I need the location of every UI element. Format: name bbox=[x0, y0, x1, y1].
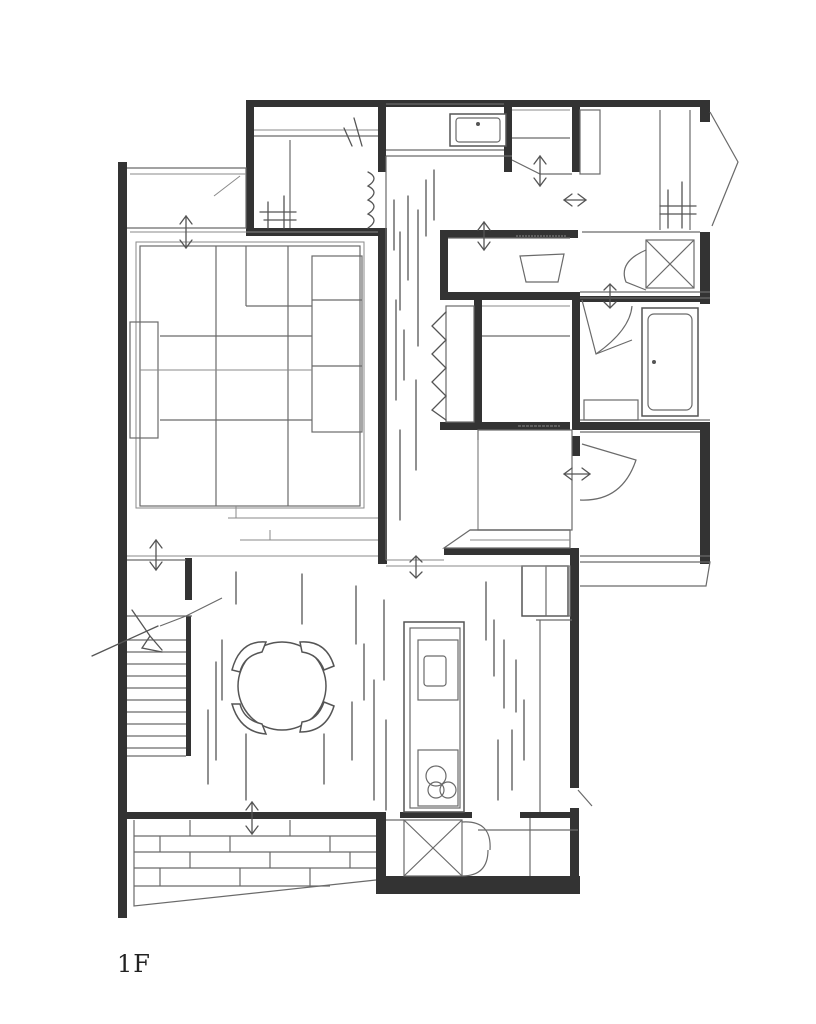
fine-lines bbox=[91, 103, 739, 907]
entry-arrows bbox=[149, 154, 617, 836]
walls bbox=[118, 100, 710, 918]
floor-hatching bbox=[207, 117, 697, 811]
floor-label: 1F bbox=[117, 950, 151, 978]
